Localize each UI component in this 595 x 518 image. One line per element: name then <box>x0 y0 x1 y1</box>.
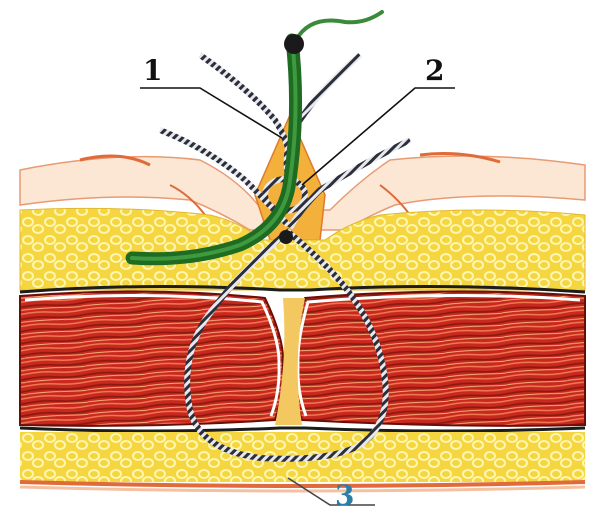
callout-2-label: 2 <box>425 54 444 87</box>
callout-1-label: 1 <box>143 54 162 87</box>
left-muscle-block <box>20 291 283 425</box>
right-muscle-block <box>294 291 585 425</box>
callout-3-label: 3 <box>335 479 354 512</box>
